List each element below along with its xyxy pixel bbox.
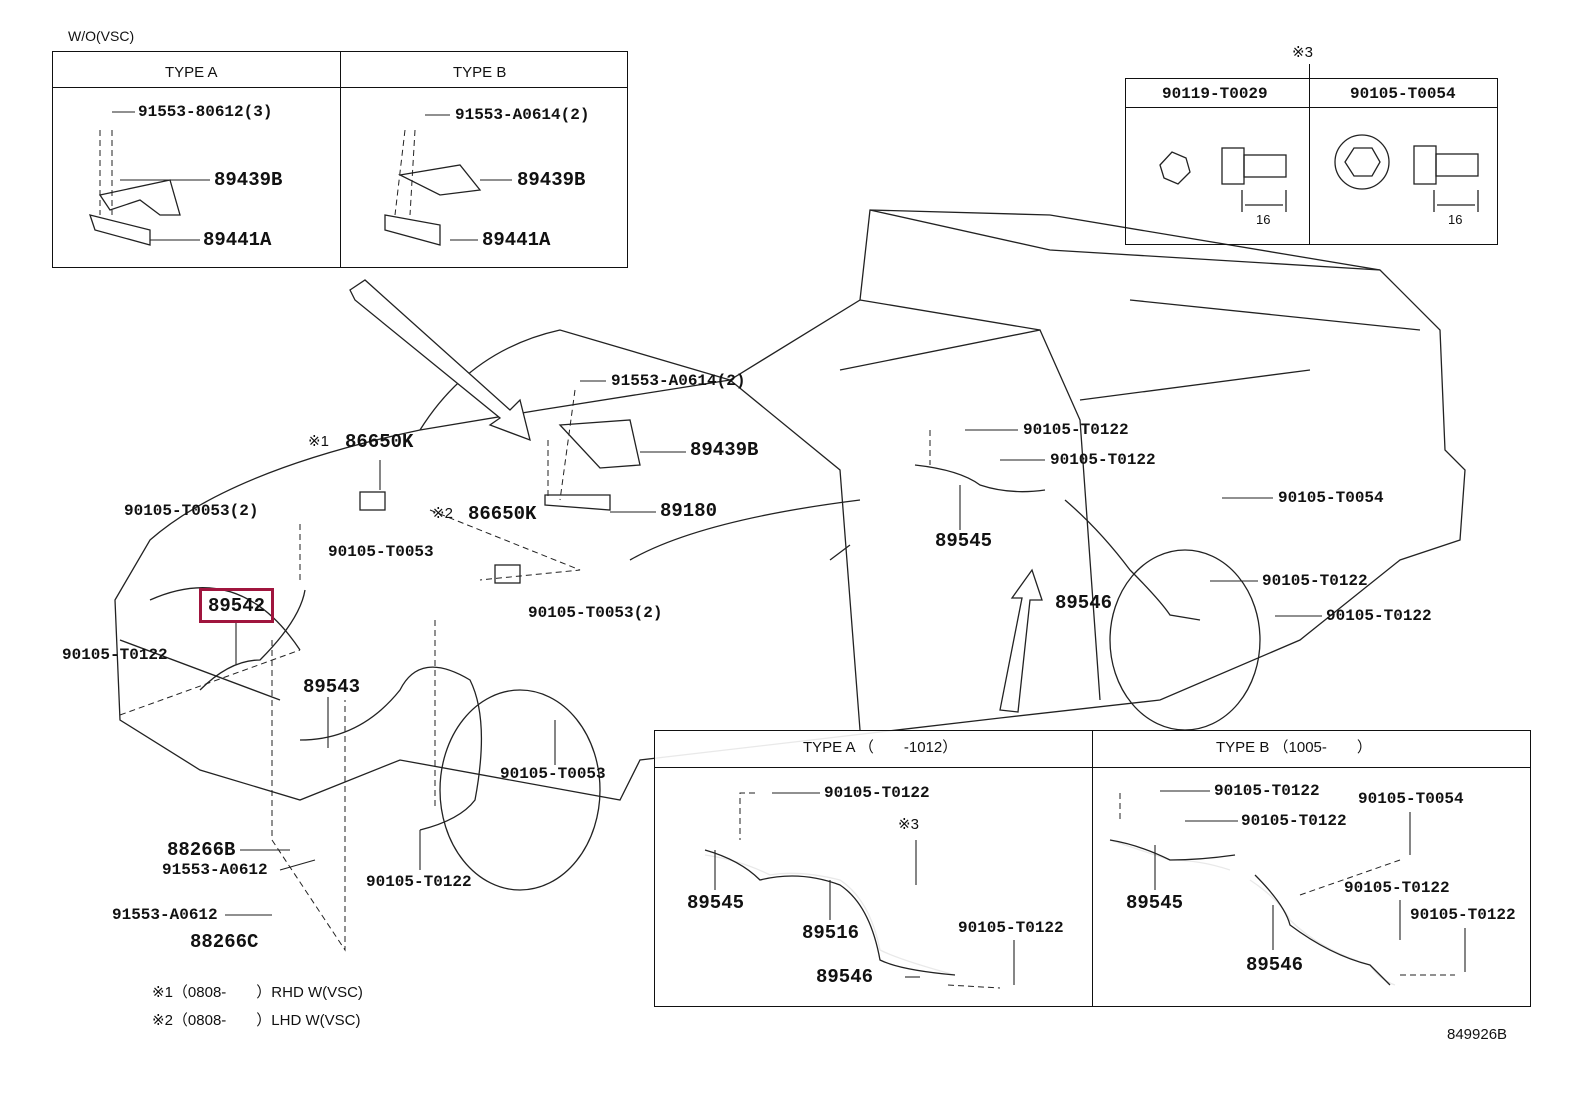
note-marker: ※2 [432, 505, 453, 522]
type-a-header: TYPE A [165, 64, 218, 81]
footnote: ※1（0808- ）RHD W(VSC) [152, 984, 363, 1001]
part-label[interactable]: 88266B [167, 839, 236, 861]
bolt-header[interactable]: 90105-T0054 [1350, 85, 1456, 103]
divider [1309, 64, 1310, 244]
part-label[interactable]: 90105-T0054 [1358, 790, 1464, 808]
part-label[interactable]: 89439B [517, 169, 586, 191]
divider [52, 87, 627, 88]
part-label[interactable]: 90105-T0122 [1241, 812, 1347, 830]
part-label[interactable]: 91553-A0614(2) [455, 106, 590, 124]
part-label[interactable]: 90105-T0122 [1326, 607, 1432, 625]
inset-note3-box [1125, 78, 1498, 245]
part-label[interactable]: 90105-T0122 [824, 784, 930, 802]
note-marker: ※1 [308, 433, 329, 450]
part-label[interactable]: 90105-T0053(2) [528, 604, 663, 622]
divider [1092, 730, 1093, 1006]
highlight-box [199, 588, 274, 623]
dimension-label: 16 [1448, 212, 1463, 227]
note-marker: ※3 [898, 816, 919, 833]
part-label[interactable]: 91553-A0612 [112, 906, 218, 924]
highlighted-part-label[interactable]: 89542 [208, 595, 266, 617]
part-label[interactable]: 89516 [802, 922, 860, 944]
part-label[interactable]: 90105-T0122 [1262, 572, 1368, 590]
part-label[interactable]: 90105-T0122 [366, 873, 472, 891]
part-label[interactable]: 89543 [303, 676, 361, 698]
part-label[interactable]: 90105-T0054 [1278, 489, 1384, 507]
part-label[interactable]: 90105-T0122 [1344, 879, 1450, 897]
part-label[interactable]: 89545 [935, 530, 993, 552]
divider [1125, 107, 1497, 108]
diagram-id: 849926B [1447, 1026, 1508, 1043]
part-label[interactable]: 89546 [1055, 592, 1113, 614]
part-label[interactable]: 90105-T0053 [500, 765, 606, 783]
divider [340, 51, 341, 267]
part-label[interactable]: 90105-T0122 [1023, 421, 1129, 439]
part-label[interactable]: 89546 [1246, 954, 1304, 976]
part-label[interactable]: 88266C [190, 931, 259, 953]
part-label[interactable]: 90105-T0122 [1410, 906, 1516, 924]
part-label[interactable]: 90105-T0122 [62, 646, 168, 664]
part-label[interactable]: 89545 [687, 892, 745, 914]
part-label[interactable]: 91553-80612(3) [138, 103, 273, 121]
note3-marker: ※3 [1292, 44, 1313, 61]
inset-title-wo-vsc: W/O(VSC) [68, 28, 135, 44]
part-label[interactable]: 89545 [1126, 892, 1184, 914]
divider [654, 767, 1530, 768]
part-label[interactable]: 91553-A0614(2) [611, 372, 746, 390]
part-label[interactable]: 86650K [468, 503, 537, 525]
part-label[interactable]: 90105-T0122 [958, 919, 1064, 937]
part-label[interactable]: 89546 [816, 966, 874, 988]
part-label[interactable]: 89441A [203, 229, 272, 251]
dimension-label: 16 [1256, 212, 1271, 227]
part-label[interactable]: 90105-T0053 [328, 543, 434, 561]
part-label[interactable]: 90105-T0122 [1050, 451, 1156, 469]
type-b-header: TYPE B （1005- ） [1216, 739, 1372, 756]
part-label[interactable]: 86650K [345, 431, 414, 453]
part-label[interactable]: 89439B [690, 439, 759, 461]
part-label[interactable]: 90105-T0053(2) [124, 502, 259, 520]
part-label[interactable]: 91553-A0612 [162, 861, 268, 879]
bolt-header[interactable]: 90119-T0029 [1162, 85, 1268, 103]
part-label[interactable]: 90105-T0122 [1214, 782, 1320, 800]
footnote: ※2（0808- ）LHD W(VSC) [152, 1012, 361, 1029]
part-label[interactable]: 89439B [214, 169, 283, 191]
type-a-header: TYPE A （ -1012） [803, 739, 958, 756]
part-label[interactable]: 89180 [660, 500, 718, 522]
part-label[interactable]: 89441A [482, 229, 551, 251]
type-b-header: TYPE B [453, 64, 507, 81]
